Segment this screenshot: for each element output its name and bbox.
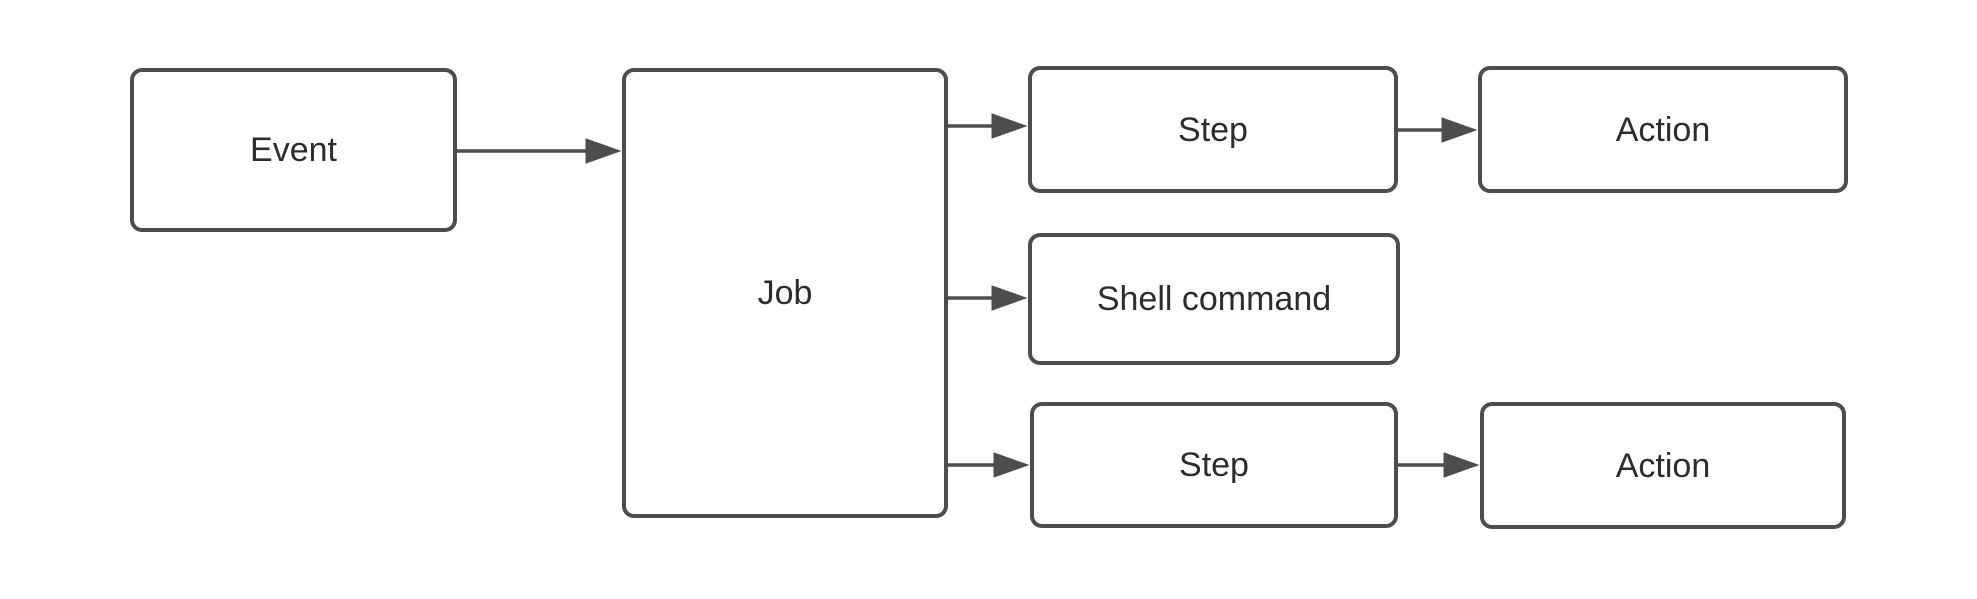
node-event: Event (130, 68, 457, 232)
node-action-bottom: Action (1480, 402, 1846, 529)
node-action-top: Action (1478, 66, 1848, 193)
node-step-top-label: Step (1178, 110, 1248, 149)
node-action-bottom-label: Action (1615, 446, 1711, 485)
edge-step-bottom-to-action-bottom (1398, 452, 1480, 478)
node-step-top: Step (1028, 66, 1398, 193)
edge-job-to-shell-command (948, 285, 1028, 311)
edge-step-top-to-action-top (1398, 117, 1478, 143)
node-shell-command: Shell command (1028, 233, 1400, 365)
edge-job-to-step-bottom (948, 452, 1030, 478)
edge-job-to-step-top (948, 113, 1028, 139)
node-step-bottom: Step (1030, 402, 1398, 528)
node-event-label: Event (250, 131, 337, 169)
node-shell-command-label: Shell command (1096, 280, 1332, 318)
node-job-label: Job (757, 274, 813, 312)
node-job: Job (622, 68, 948, 518)
node-step-bottom-label: Step (1179, 446, 1249, 484)
edge-event-to-job (457, 138, 622, 164)
node-action-top-label: Action (1615, 110, 1711, 149)
